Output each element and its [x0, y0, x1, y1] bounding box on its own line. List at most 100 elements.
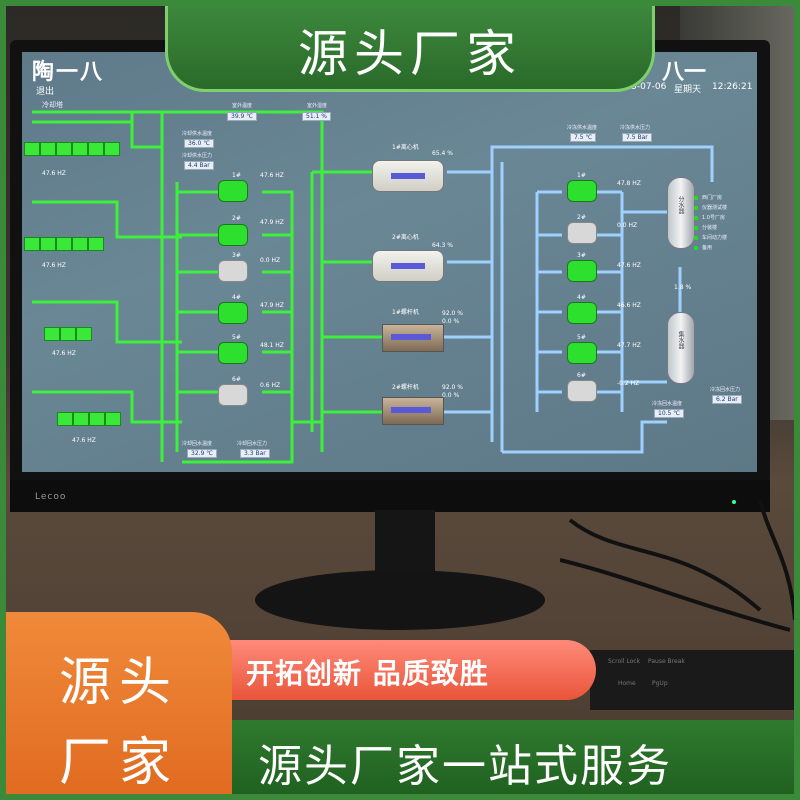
tower-cell — [88, 142, 104, 156]
cw-return-press-label: 冷却回水压力 — [237, 441, 268, 447]
pump-icon — [567, 260, 597, 282]
slogan-text: 开拓创新 品质致胜 — [246, 657, 489, 690]
pump-hz: 0.0 HZ — [260, 257, 281, 264]
top-banner-text: 源头厂家 — [298, 25, 522, 83]
keyboard-key: PgUp — [652, 680, 668, 687]
pump-name: 1# — [577, 172, 586, 179]
pump-name: 5# — [577, 334, 586, 341]
tower-cell — [60, 327, 76, 341]
branch-indicator — [694, 206, 698, 210]
pump-hz: 0.0 HZ — [617, 222, 638, 229]
chiller-name: 2#离心机 — [392, 234, 419, 241]
pump-name: 3# — [232, 252, 241, 259]
chiller-load: 64.3 % — [432, 242, 453, 249]
tower-cell — [44, 327, 60, 341]
cw-return-temp-value: 32.9 ℃ — [187, 449, 218, 458]
branch-2[interactable]: 仪器测试楼 — [702, 205, 728, 211]
chiller-name: 2#螺杆机 — [392, 384, 419, 391]
pump-icon — [218, 260, 248, 282]
chiller-load: 65.4 % — [432, 150, 453, 157]
top-banner: 源头厂家 — [165, 0, 655, 92]
cables — [560, 500, 797, 632]
screw-chiller-icon — [382, 397, 444, 425]
chiller-icon — [372, 250, 444, 282]
chiller-icon — [372, 160, 444, 192]
screen-title-left: 陶一八 — [32, 60, 105, 85]
orange-badge: 源头 厂家 — [6, 612, 232, 800]
pump-hz: 48.1 HZ — [260, 342, 284, 349]
pump-hz: 46.6 HZ — [617, 302, 641, 309]
outdoor-humidity-label: 室外湿度 — [307, 103, 328, 109]
tower-cell — [56, 237, 72, 251]
chw-supply-press-value: 7.5 Bar — [622, 133, 652, 142]
branch-indicator — [694, 216, 698, 220]
supply-header-label: 分水器 — [677, 196, 684, 214]
tower-cell — [105, 412, 121, 426]
service-text: 源头厂家一站式服务 — [258, 741, 672, 792]
cooling-tower-label: 冷却塔 — [42, 101, 63, 109]
monitor-stand-base — [255, 570, 545, 630]
pump-icon — [218, 384, 248, 406]
slogan-pill: 开拓创新 品质致胜 — [226, 640, 596, 700]
pump-name: 4# — [232, 294, 241, 301]
pump-name: 5# — [232, 334, 241, 341]
power-led-icon — [732, 500, 736, 504]
branch-indicator — [694, 236, 698, 240]
chw-return-temp-label: 冷冻回水温度 — [652, 401, 683, 407]
cw-supply-press-value: 4.4 Bar — [184, 161, 214, 170]
branch-1[interactable]: 西门厂房 — [702, 195, 723, 201]
chiller-load: 92.0 % — [442, 384, 463, 391]
pump-hz: 47.7 HZ — [617, 342, 641, 349]
screen-title-right: 八一 — [662, 60, 707, 85]
outdoor-temp-value: 39.9 ℃ — [227, 112, 258, 121]
tower-cell — [40, 142, 56, 156]
date-display: 2025-07-06 — [614, 82, 667, 92]
keyboard-key: Pause Break — [648, 658, 685, 665]
pump-icon — [567, 342, 597, 364]
tower-cell — [73, 412, 89, 426]
supply-header-tank[interactable]: 分水器 — [667, 177, 695, 249]
chw-supply-press-label: 冷冻供水压力 — [620, 125, 651, 131]
tower-cell — [40, 237, 56, 251]
tower-cell — [24, 142, 40, 156]
tower-cell — [88, 237, 104, 251]
branch-indicator — [694, 226, 698, 230]
time-display: 12:26:21 — [712, 82, 753, 92]
pump-name: 6# — [577, 372, 586, 379]
chiller-load-2: 0.0 % — [442, 318, 460, 325]
cw-supply-temp-label: 冷却供水温度 — [182, 131, 213, 137]
branch-5[interactable]: 车间动力楼 — [702, 235, 728, 241]
monitor-chin — [10, 480, 770, 512]
exit-button[interactable]: 退出 — [36, 87, 55, 97]
orange-badge-line-2: 厂家 — [58, 733, 179, 793]
pump-hz: 47.6 HZ — [260, 172, 284, 179]
pump-icon — [218, 224, 248, 246]
pump-icon — [218, 302, 248, 324]
branch-4[interactable]: 分装楼 — [702, 225, 718, 231]
pump-hz: 0.6 HZ — [260, 382, 281, 389]
cw-return-temp-label: 冷却回水温度 — [182, 441, 213, 447]
keyboard: Scroll Lock Pause Break Home PgUp — [590, 650, 800, 710]
tower-cell — [104, 142, 120, 156]
tower-cell — [72, 237, 88, 251]
branch-3[interactable]: 1.0号厂房 — [702, 215, 725, 221]
chw-return-press-value: 6.2 Bar — [712, 395, 742, 404]
orange-badge-line-1: 源头 — [58, 653, 179, 713]
pump-name: 2# — [232, 215, 241, 222]
pump-name: 3# — [577, 252, 586, 259]
tower-2-hz: 47.6 HZ — [42, 262, 66, 269]
return-header-tank[interactable]: 集水器 — [667, 312, 695, 384]
pump-icon — [567, 380, 597, 402]
chw-return-press-label: 冷冻回水压力 — [710, 387, 741, 393]
branch-6[interactable]: 备用 — [702, 245, 713, 251]
pump-name: 1# — [232, 172, 241, 179]
tower-cell — [76, 327, 92, 341]
pump-name: 6# — [232, 376, 241, 383]
branch-indicator — [694, 246, 698, 250]
tower-3-hz: 47.6 HZ — [52, 350, 76, 357]
pump-hz: 47.8 HZ — [617, 180, 641, 187]
chw-return-temp-value: 10.5 ℃ — [654, 409, 685, 418]
return-header-label: 集水器 — [677, 331, 684, 349]
pump-hz: -0.2 HZ — [617, 380, 640, 387]
tower-cell — [89, 412, 105, 426]
